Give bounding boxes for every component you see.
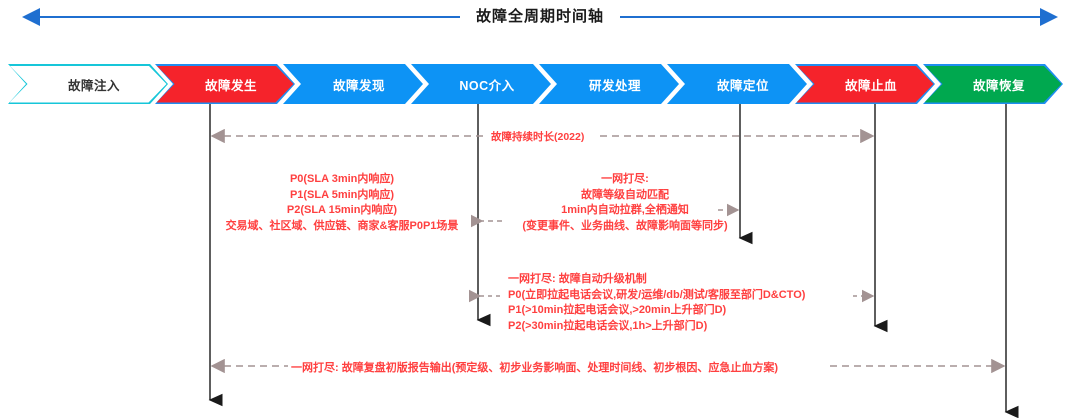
stage-chevron-4[interactable]: 研发处理: [539, 64, 679, 104]
duration-label: 故障持续时长(2022): [489, 129, 587, 144]
stage-label-0: 故障注入: [67, 78, 120, 93]
stage-label-7: 故障恢复: [972, 78, 1025, 93]
page-title-text: 故障全周期时间轴: [465, 8, 614, 26]
sla-line-2: P2(SLA 15min内响应): [286, 204, 398, 216]
stage-label-2: 故障发现: [332, 78, 385, 93]
stage-chevron-0[interactable]: 故障注入: [10, 66, 167, 103]
sla-line-1: P1(SLA 5min内响应): [289, 188, 395, 201]
stage-chevron-3[interactable]: NOC介入: [411, 64, 551, 104]
stage-label-5: 故障定位: [716, 78, 769, 93]
auto-group-line-3: (变更事件、业务曲线、故障影响面等同步): [522, 219, 728, 232]
review-report-label: 一网打尽: 故障复盘初版报告输出(预定级、初步业务影响面、处理时间线、初步根因、…: [288, 359, 782, 375]
stage-chevron-7[interactable]: 故障恢复: [925, 66, 1062, 103]
escalation-line-0: 一网打尽: 故障自动升级机制: [508, 273, 647, 285]
stage-chevron-2[interactable]: 故障发现: [283, 64, 423, 104]
escalation-line-3: P2(>30min拉起电话会议,1h>上升部门D): [508, 319, 708, 332]
stage-label-4: 研发处理: [588, 78, 641, 93]
escalation-line-1: P0(立即拉起电话会议,研发/运维/db/测试/客服至部门D&CTO): [508, 288, 806, 301]
stage-label-1: 故障发生: [204, 78, 257, 93]
stage-label-6: 故障止血: [844, 78, 897, 93]
escalation-line-2: P1(>10min拉起电话会议,>20min上升部门D): [508, 304, 727, 316]
stage-chevron-1[interactable]: 故障发生: [157, 66, 294, 103]
auto-group-line-1: 故障等级自动匹配: [581, 188, 669, 201]
auto-group-annotation: 一网打尽: 故障等级自动匹配 1min内自动拉群,全栖通知 (变更事件、业务曲线…: [505, 172, 745, 234]
auto-group-line-0: 一网打尽:: [601, 173, 649, 185]
stage-chevron-6[interactable]: 故障止血: [797, 66, 934, 103]
sla-line-0: P0(SLA 3min内响应): [289, 173, 395, 185]
stage-label-3: NOC介入: [459, 78, 515, 93]
page-title: 故障全周期时间轴: [0, 8, 1080, 26]
stage-drop-lines: [208, 104, 1019, 418]
sla-line-3: 交易域、社区域、供应链、商家&客服P0P1场景: [225, 219, 459, 232]
stage-chevron-5[interactable]: 故障定位: [667, 64, 807, 104]
escalation-annotation: 一网打尽: 故障自动升级机制 P0(立即拉起电话会议,研发/运维/db/测试/客…: [508, 272, 908, 334]
auto-group-line-2: 1min内自动拉群,全栖通知: [561, 204, 689, 216]
sla-annotation: P0(SLA 3min内响应) P1(SLA 5min内响应) P2(SLA 1…: [212, 172, 472, 234]
